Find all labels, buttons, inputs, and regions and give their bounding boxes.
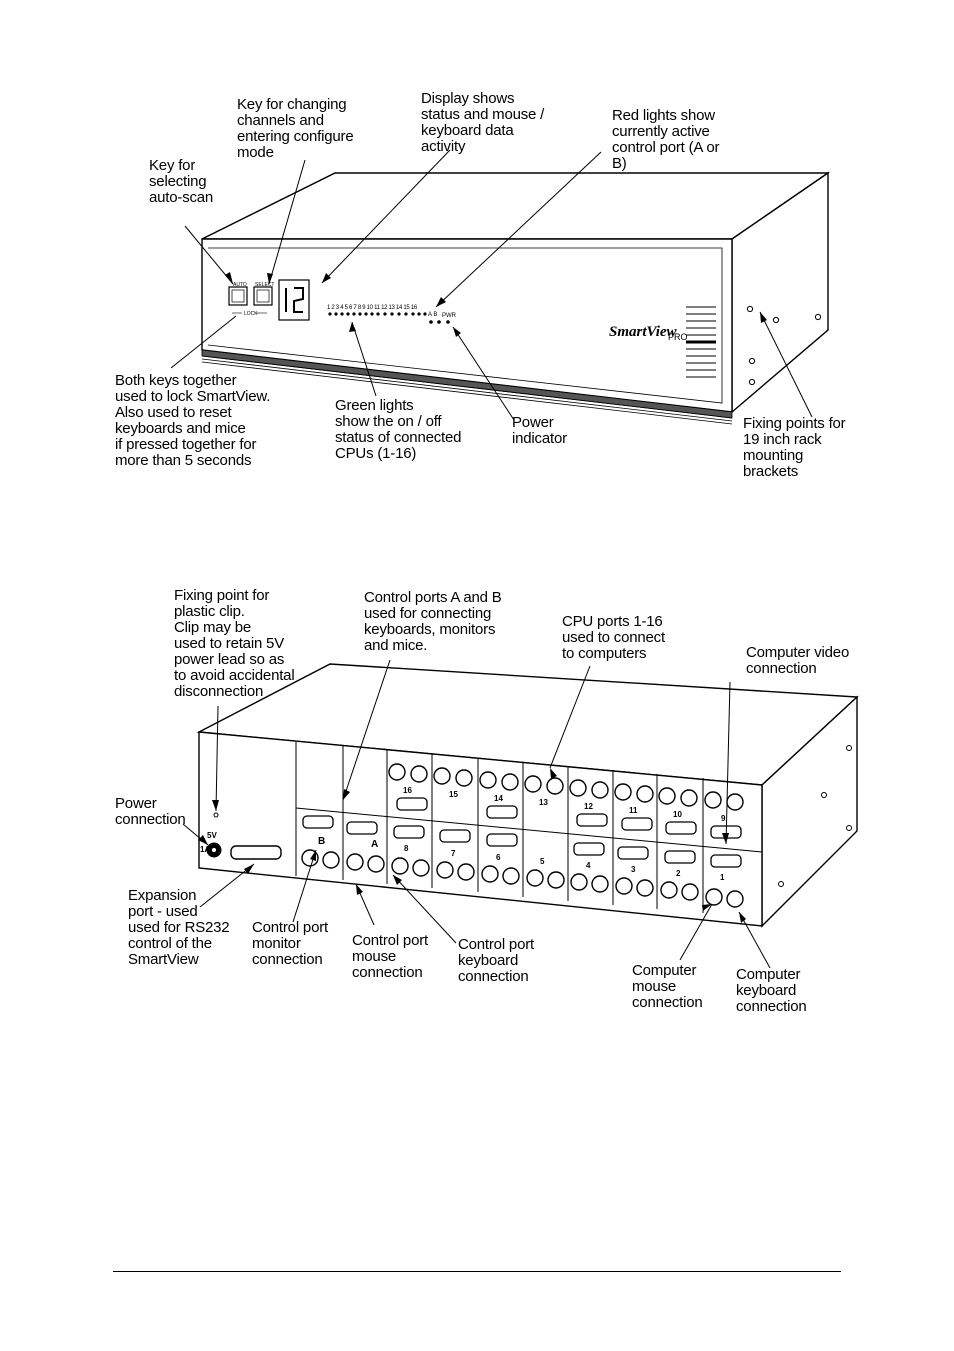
control-port-leds-label: A B <box>428 312 438 318</box>
callout-green-lights: Green lights show the on / off status of… <box>335 397 462 462</box>
rear-callout-arrows <box>198 768 746 923</box>
callout-computer-keyboard: Computer keyboard connection <box>736 966 807 1015</box>
port-label-11: 11 <box>629 806 638 815</box>
callout-control-ports-ab: Control ports A and B used for connectin… <box>364 589 502 654</box>
front-base-rails <box>201 349 733 425</box>
lower-video-ports <box>302 815 742 868</box>
port-label-6: 6 <box>496 853 501 862</box>
callout-computer-video: Computer video connection <box>746 644 850 677</box>
select-key-label: SELECT <box>255 282 275 288</box>
lower-ps2-ports <box>301 849 744 908</box>
select-key <box>253 286 273 306</box>
lock-label: LOCK <box>244 311 258 317</box>
port-label-10: 10 <box>673 810 682 819</box>
port-label-1: 1 <box>720 873 725 882</box>
port-label-5: 5 <box>540 857 545 866</box>
port-label-13: 13 <box>539 798 548 807</box>
brand-logo: SmartView <box>609 324 677 340</box>
callout-key-changing: Key for changing channels and entering c… <box>237 96 354 161</box>
auto-key-label: AUTO <box>233 282 247 288</box>
control-port-b-label: B <box>318 836 326 847</box>
current-label: 1A <box>200 845 211 854</box>
port-label-12: 12 <box>584 802 593 811</box>
power-led <box>446 320 450 324</box>
front-callout-arrows <box>225 272 767 337</box>
front-callout-lines <box>170 149 813 421</box>
port-label-16: 16 <box>403 786 412 795</box>
callout-computer-mouse: Computer mouse connection <box>632 962 703 1011</box>
rear-side-holes <box>778 745 852 887</box>
callout-display-shows: Display shows status and mouse / keyboar… <box>421 90 545 155</box>
expansion-port <box>230 845 282 860</box>
footer-rule <box>113 1271 841 1272</box>
auto-key <box>228 286 248 306</box>
port-label-9: 9 <box>721 814 726 823</box>
port-label-4: 4 <box>586 861 591 870</box>
callout-key-autoscan: Key for selecting auto-scan <box>149 157 214 206</box>
control-port-leds <box>429 320 441 324</box>
port-label-2: 2 <box>676 869 681 878</box>
callout-both-keys: Both keys together used to lock SmartVie… <box>115 372 271 469</box>
cpu-status-leds <box>328 312 427 316</box>
control-port-a-label: A <box>371 839 379 850</box>
power-led-label: PWR <box>442 313 456 319</box>
port-numbers-label: 1 2 3 4 5 6 7 8 9 10 11 12 13 14 15 16 <box>327 305 417 311</box>
voltage-label: 5V <box>207 831 217 840</box>
callout-control-mouse: Control port mouse connection <box>352 932 428 981</box>
callout-cpu-ports: CPU ports 1-16 used to connect to comput… <box>562 613 665 662</box>
front-vents <box>686 306 716 378</box>
callout-control-monitor: Control port monitor connection <box>252 919 328 968</box>
port-label-8: 8 <box>404 844 409 853</box>
callout-fixing-point-clip: Fixing point for plastic clip. Clip may … <box>174 587 295 700</box>
callout-expansion-port: Expansion port - used used for RS232 con… <box>128 887 230 968</box>
rear-face <box>198 731 763 927</box>
status-display <box>278 279 310 321</box>
upper-ps2-ports <box>388 763 744 811</box>
callout-red-lights: Red lights show currently active control… <box>612 107 720 172</box>
callout-power-indicator: Power indicator <box>512 414 567 447</box>
port-label-14: 14 <box>494 794 503 803</box>
callout-fixing-points-rack: Fixing points for 19 inch rack mounting … <box>743 415 846 480</box>
callout-control-keyboard: Control port keyboard connection <box>458 936 534 985</box>
clip-fixing-point <box>213 812 219 818</box>
port-label-7: 7 <box>451 849 456 858</box>
port-label-15: 15 <box>449 790 458 799</box>
rack-fixing-holes <box>746 305 822 386</box>
rear-panel-dividers <box>295 742 763 913</box>
brand-suffix: PRO <box>668 332 688 342</box>
port-label-3: 3 <box>631 865 636 874</box>
callout-power-connection: Power connection <box>115 795 186 828</box>
